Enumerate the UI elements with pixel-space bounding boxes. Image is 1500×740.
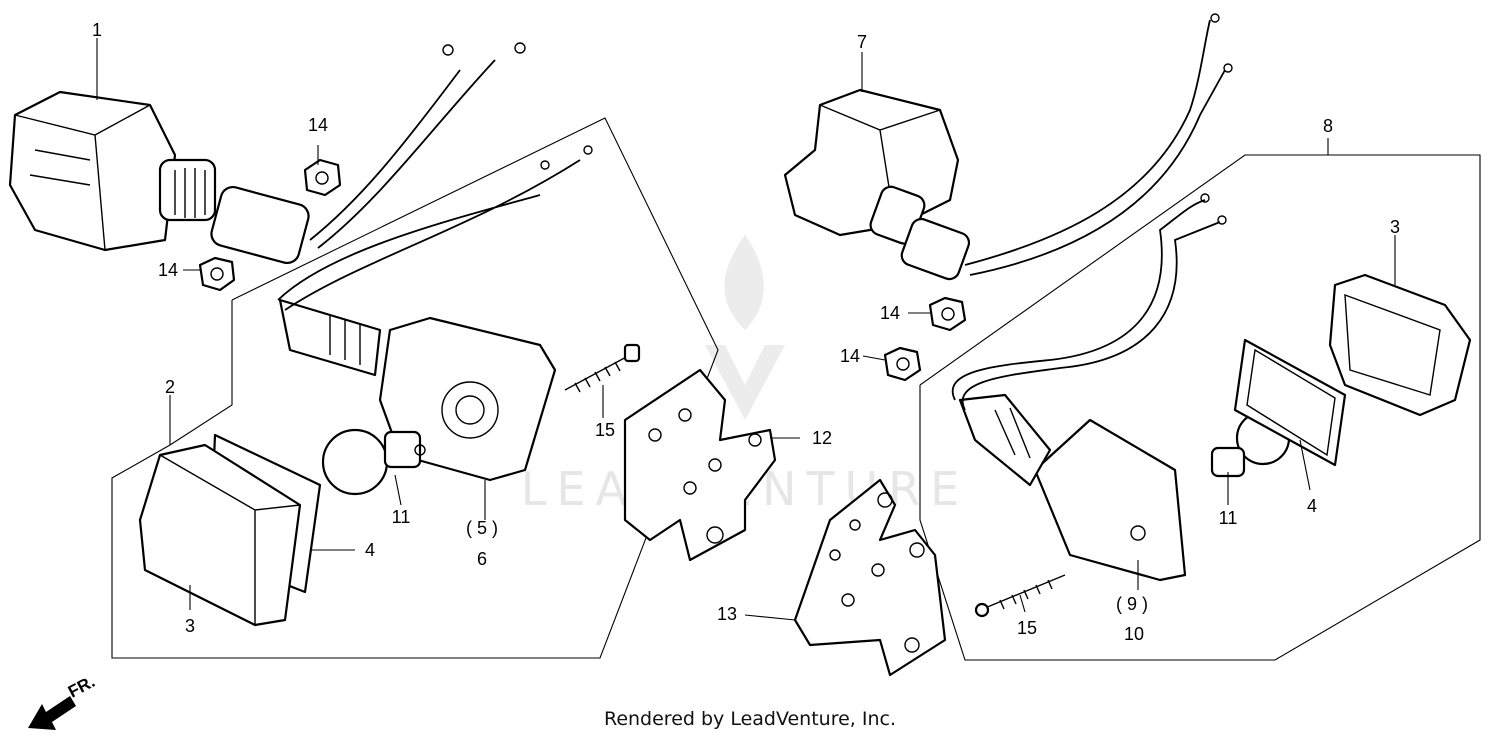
- callout-15-left: 15: [595, 420, 615, 440]
- callout-11-right: 11: [1219, 508, 1238, 528]
- callout-10: 10: [1124, 624, 1144, 644]
- callout-7: 7: [857, 32, 867, 52]
- callout-5: ( 5 ): [466, 518, 498, 538]
- nut-left-upper: [303, 158, 342, 197]
- callout-4-right: 4: [1307, 496, 1317, 516]
- callout-2: 2: [165, 377, 175, 397]
- bulb-left: [321, 428, 426, 496]
- screw-right: [974, 574, 1066, 618]
- turn-signal-housing-left: [277, 145, 593, 482]
- left-assembly-outline: [111, 117, 719, 659]
- callout-14-c: 14: [880, 303, 900, 323]
- nut-right-lower: [883, 346, 922, 382]
- callout-9: ( 9 ): [1116, 594, 1148, 614]
- watermark-v-icon: [705, 345, 785, 420]
- callout-12: 12: [812, 428, 832, 448]
- callout-14-d: 14: [840, 346, 860, 366]
- callout-8: 8: [1323, 116, 1333, 136]
- bracket-lower: [793, 478, 947, 677]
- arrow-down-left-icon: [28, 696, 76, 730]
- right-assembly-outline: [919, 154, 1481, 661]
- footer-credit: Rendered by LeadVenture, Inc.: [603, 708, 897, 730]
- leader-lines: [96, 38, 1396, 621]
- bracket-upper: [623, 368, 777, 562]
- screw-left: [564, 343, 641, 393]
- callout-1: 1: [92, 20, 102, 40]
- turn-signal-housing-right: [951, 193, 1227, 582]
- nut-right-upper: [928, 296, 967, 332]
- callout-6: 6: [477, 549, 487, 569]
- callout-14-b: 14: [158, 260, 178, 280]
- callout-15-right: 15: [1017, 618, 1037, 638]
- callout-3-left: 3: [185, 616, 195, 636]
- callout-4-left: 4: [365, 540, 375, 560]
- callout-14-a: 14: [308, 115, 328, 135]
- callout-13: 13: [717, 604, 737, 624]
- callout-11-left: 11: [392, 507, 411, 527]
- watermark-flame-icon: [724, 235, 764, 330]
- turn-signal-front-right: [783, 13, 1233, 281]
- callout-3-right: 3: [1390, 217, 1400, 237]
- nut-left-lower: [198, 256, 236, 292]
- gasket-right: [1233, 338, 1347, 467]
- lens-right: [1328, 273, 1472, 417]
- turn-signal-front-left: [8, 42, 526, 265]
- lens-gasket-left: [138, 433, 322, 627]
